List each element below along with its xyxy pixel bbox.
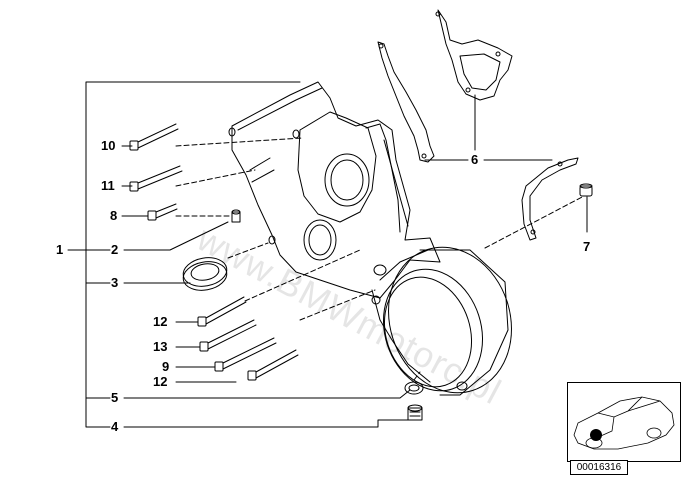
gasket-right: [521, 157, 579, 241]
callout-2: 2: [111, 242, 119, 257]
callout-8: 8: [110, 208, 118, 223]
callout-3: 3: [111, 275, 119, 290]
assembly-axis-lines: [175, 137, 585, 381]
bolt-short-8: [147, 203, 178, 221]
bolt-9: [214, 337, 277, 372]
screw-plug-4: [407, 404, 423, 421]
dowel-sleeve: [579, 183, 593, 197]
bolt-long-11: [129, 165, 183, 192]
callout-12-lower: 12: [153, 374, 168, 389]
callout-5: 5: [111, 390, 119, 405]
callout-leader-lines: [67, 81, 588, 428]
callout-7: 7: [583, 239, 591, 254]
diagram-id-label: 00016316: [570, 460, 628, 475]
callout-11: 11: [101, 178, 115, 193]
callout-9: 9: [162, 359, 170, 374]
bolt-13: [199, 319, 257, 352]
seal-ring: [182, 257, 228, 291]
cover-ring: [371, 246, 512, 396]
callout-1: 1: [56, 242, 64, 257]
bolt-long-10: [129, 123, 179, 151]
vehicle-location-thumbnail: [567, 382, 681, 462]
gasket-left: [377, 41, 435, 163]
callout-6: 6: [471, 152, 479, 167]
bolt-12-lower: [247, 349, 299, 381]
callout-10: 10: [101, 138, 116, 153]
sealing-ring-5: [404, 381, 424, 395]
car-outline-icon: [573, 396, 675, 450]
gasket-upper: [435, 9, 513, 101]
callout-4: 4: [111, 419, 119, 434]
timing-case-cover: [228, 81, 441, 299]
callout-12-upper: 12: [153, 314, 168, 329]
callout-13: 13: [153, 339, 168, 354]
bolt-12-upper: [197, 296, 247, 327]
